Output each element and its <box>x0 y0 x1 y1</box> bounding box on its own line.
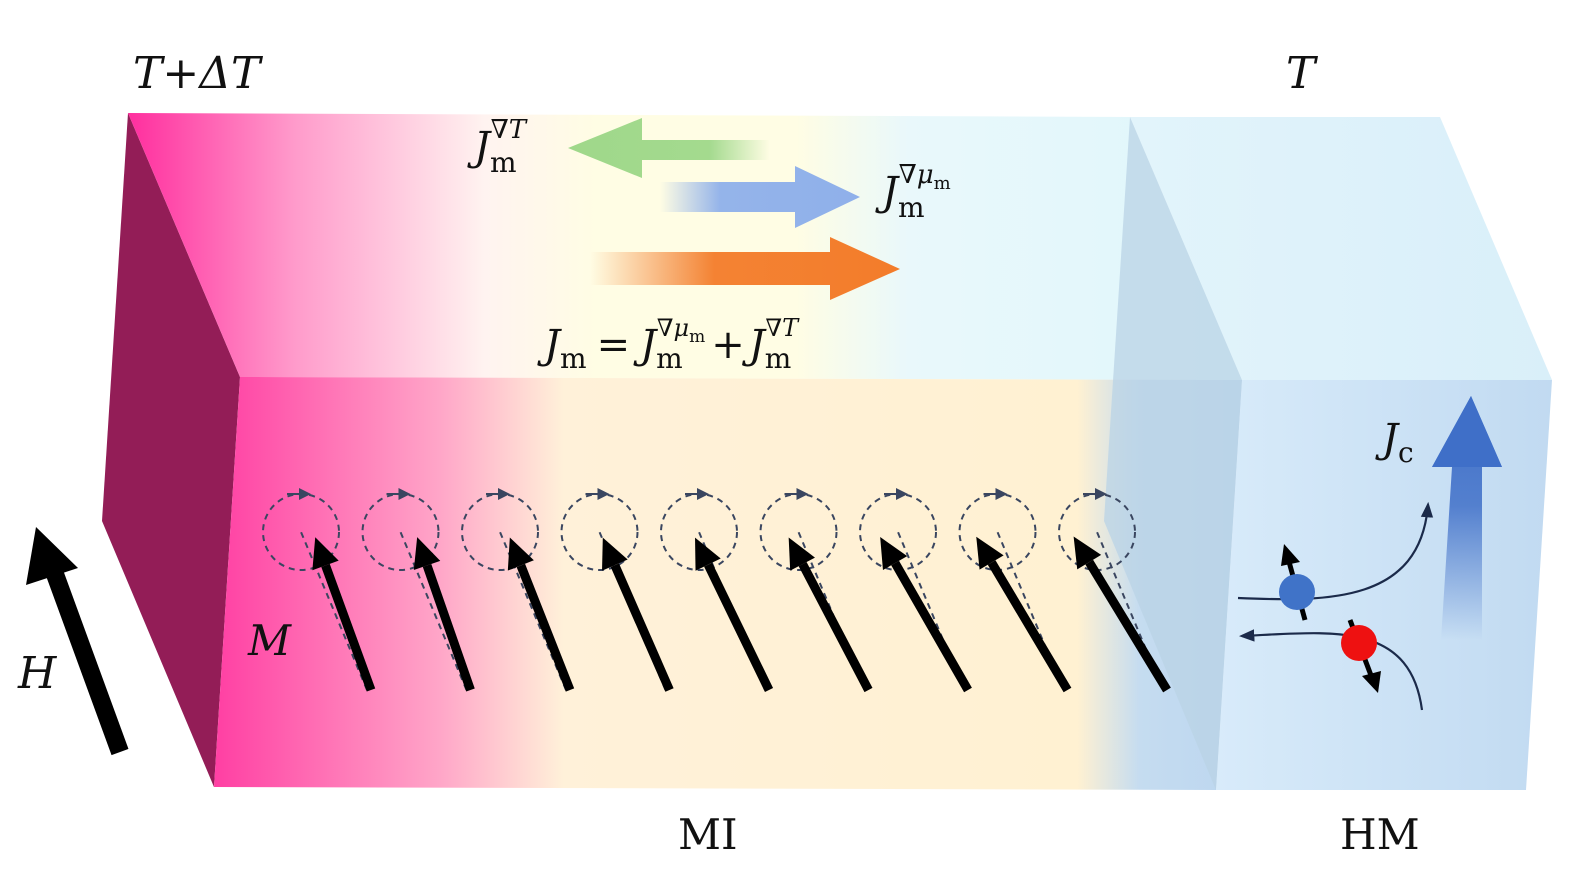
external-field-arrow <box>26 527 129 756</box>
spin-up-electron <box>1279 544 1315 621</box>
hm-label: HM <box>1340 810 1420 859</box>
spin-down-electron <box>1341 619 1381 693</box>
mi-left-face <box>102 113 240 787</box>
moment-arrow <box>704 562 774 692</box>
moment-arrow <box>516 563 575 692</box>
moment-arrow <box>321 563 376 692</box>
magnetic-moments <box>262 488 1171 693</box>
moment-arrow <box>891 560 972 693</box>
magnetic-moment <box>958 488 1072 693</box>
moment-arrow-head <box>976 536 1004 570</box>
magnon-current-arrows <box>568 118 900 300</box>
mi-front-face <box>214 377 1242 790</box>
field-label: H <box>17 648 58 699</box>
moment-arrow <box>610 563 674 692</box>
magnetic-moment <box>361 488 475 692</box>
moment-arrow-head <box>880 537 908 571</box>
moment-arrow-head <box>312 537 339 571</box>
moment-arrow <box>1085 559 1171 693</box>
magnetic-moment <box>660 488 774 692</box>
moment-arrow <box>798 561 873 693</box>
thermal-magnon-current-arrow <box>568 118 770 178</box>
moment-arrow-head <box>1073 536 1102 570</box>
charge-current-arrow-head <box>1432 396 1502 467</box>
moment-arrow <box>987 560 1072 693</box>
moment-arrow-head <box>788 537 815 571</box>
cold-side-label: T <box>1286 48 1319 99</box>
mi-label: MI <box>678 810 738 859</box>
total-magnon-current-arrow <box>590 237 900 300</box>
charge-current-arrow <box>1432 396 1502 640</box>
moment-arrow-head <box>695 537 721 571</box>
mi-top-face <box>128 113 1242 380</box>
magnetic-moment <box>461 488 575 692</box>
moment-arrow-head <box>507 537 534 571</box>
charge-current-label: Jc <box>1375 416 1414 469</box>
magnetic-moment <box>560 488 674 692</box>
moment-arrow <box>422 563 475 692</box>
hot-side-label: T+ΔT <box>133 48 264 99</box>
labels: T+ΔT T H M MI HM Jc Jm∇T Jm∇μm Jm=Jm∇μm+… <box>17 48 1420 859</box>
thermal-current-label: Jm∇T <box>467 115 528 179</box>
moment-arrow-head <box>602 537 628 571</box>
magnetic-moment <box>859 488 972 693</box>
moment-arrow-head <box>413 537 441 571</box>
chemical-magnon-current-arrow <box>660 166 860 228</box>
electron-trajectories <box>1237 501 1434 711</box>
hm-top-face <box>1130 117 1552 380</box>
interface-face <box>1104 117 1242 790</box>
magnetic-moment <box>262 488 376 692</box>
magnetic-moment <box>1058 488 1171 693</box>
magnetization-label: M <box>247 616 292 665</box>
magnetic-moment <box>759 488 873 693</box>
